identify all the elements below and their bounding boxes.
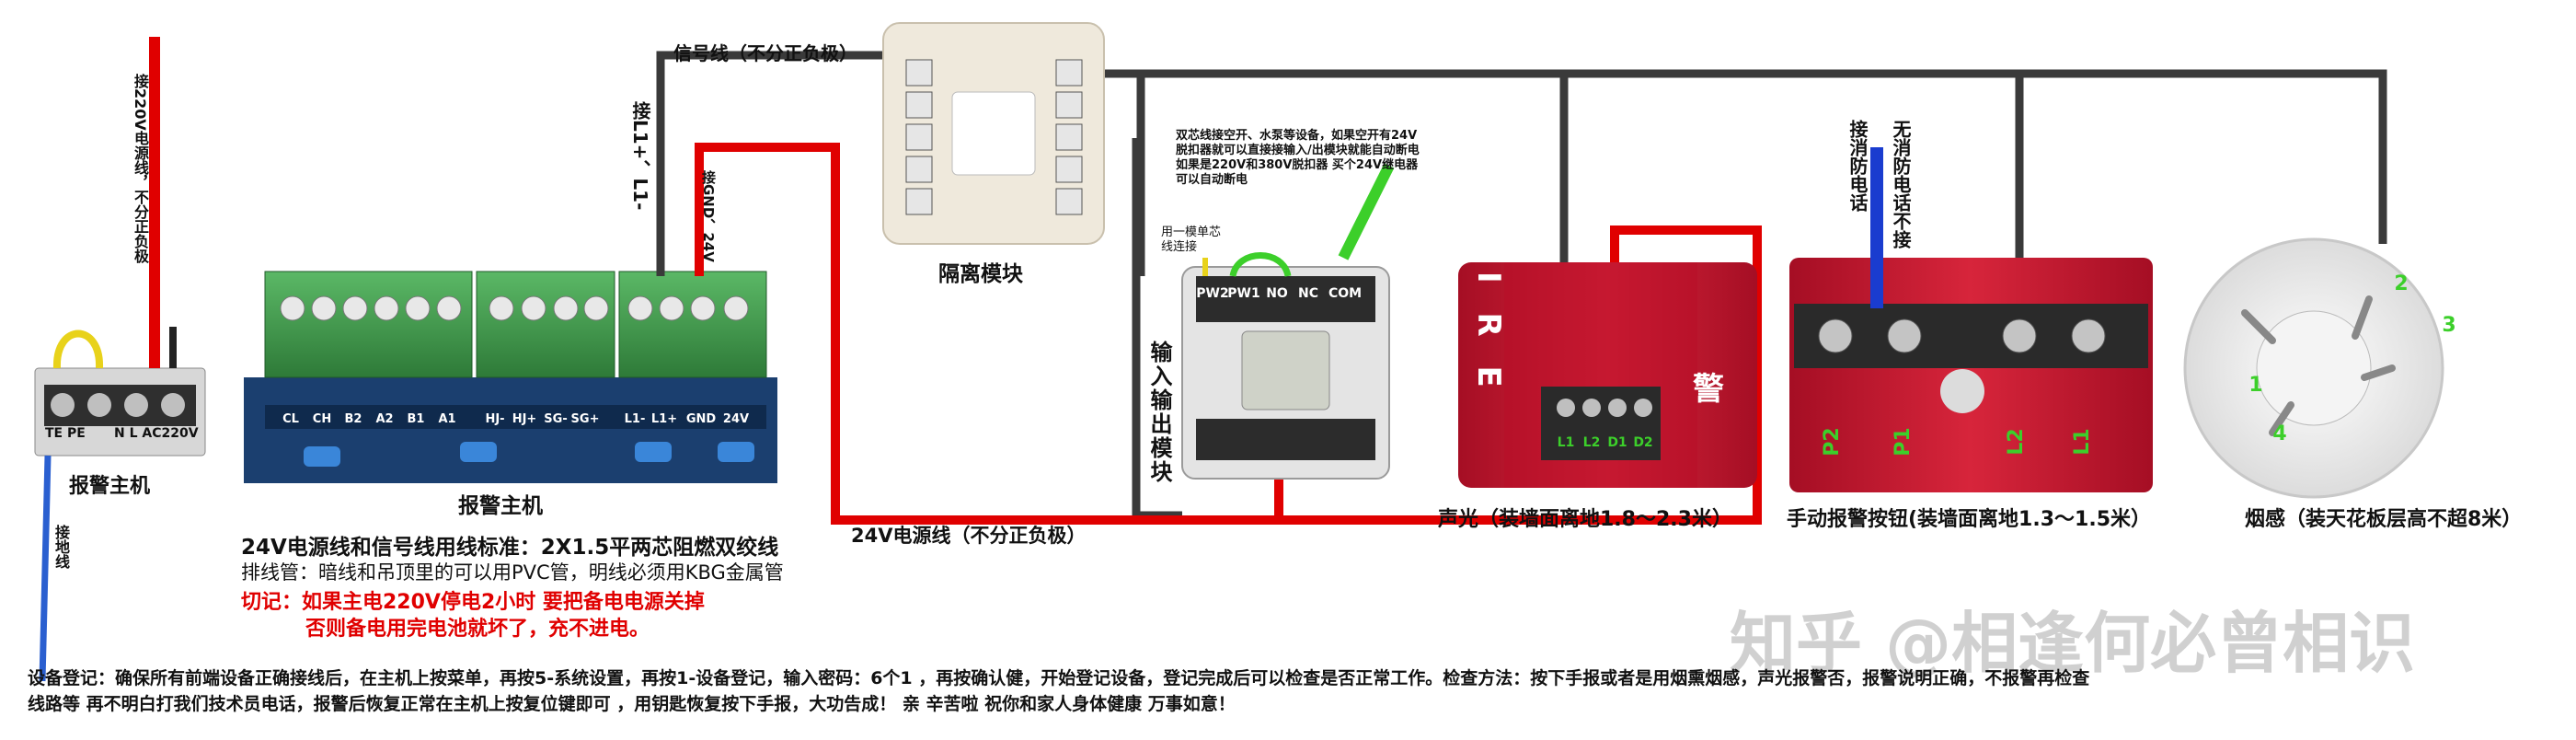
- io-note: 双芯线接空开、水泵等设备，如果空开有24V脱扣器就可以直接接输入/出模块就能自动…: [1176, 129, 1420, 187]
- ground-wire: [39, 455, 52, 682]
- register-instructions-1: 设备登记：确保所有前端设备正确接线后，在主机上按菜单，再按5-系统设置，再按1-…: [28, 668, 2090, 688]
- smoke-terminal-labels: 1 2 3 4: [2248, 272, 2455, 445]
- smoke-term-3: 3: [2442, 314, 2455, 337]
- register-instructions-2: 线路等 再不明白打我们技术员电话，报警后恢复正常在主机上按复位键即可 ，用钥匙恢…: [28, 694, 1236, 714]
- wire-standard: 24V电源线和信号线用线标准：2X1.5平两芯阻燃双绞线: [241, 536, 779, 560]
- button-term-p2: P2: [1821, 427, 1844, 456]
- io-term-no: NO: [1266, 286, 1288, 301]
- io-term-pw1: PW1: [1227, 286, 1259, 301]
- sound-term-l2: L2: [1583, 435, 1601, 450]
- alarm-char: 警: [1693, 371, 1724, 408]
- ire-mark: I R E: [1470, 272, 1507, 397]
- jumper-note: 用一模单芯线连接: [1161, 225, 1222, 254]
- board-term-gnd: GND: [686, 412, 717, 426]
- smoke-term-1: 1: [2248, 374, 2262, 397]
- smoke-label: 烟感（装天花板层高不超8米）: [2245, 508, 2523, 531]
- board-term-b1: B1: [408, 412, 425, 426]
- isolation-module-label: 隔离模块: [938, 262, 1023, 286]
- signal-bus: [1104, 69, 2387, 244]
- sound-term-d1: D1: [1607, 435, 1627, 450]
- board-terminal-labels: CL CH B2 A2 B1 A1 HJ- HJ+ SG- SG+ L1- L1+ GND 24V: [282, 412, 749, 426]
- connect-gnd-label: 接GND、24V: [700, 170, 717, 262]
- sound-term-l1: L1: [1558, 435, 1575, 450]
- smoke-term-4: 4: [2272, 422, 2286, 445]
- manual-button-label: 手动报警按钮(装墙面离地1.3～1.5米）: [1787, 508, 2152, 531]
- sound-term-d2: D2: [1633, 435, 1652, 450]
- ac220-label: N L AC220V: [114, 426, 199, 441]
- te-pe-label: TE PE: [45, 426, 86, 441]
- signal-line-label: 信号线（不分正负极）: [673, 42, 857, 64]
- main-unit-small-label: 报警主机: [69, 475, 151, 498]
- sound-light-body: [1458, 262, 1757, 488]
- board-term-24v: 24V: [723, 412, 749, 426]
- smoke-term-2: 2: [2394, 272, 2408, 295]
- power-line-label: 24V电源线（不分正负极）: [851, 525, 1087, 547]
- pipe-rule: 排线管：暗线和吊顶里的可以用PVC管，明线必须用KBG金属管: [241, 561, 784, 584]
- button-term-l2: L2: [2005, 428, 2028, 455]
- button-term-l1: L1: [2071, 428, 2094, 455]
- ground-wire-label: 接地线: [52, 525, 70, 569]
- sound-light-label: 声光（装墙面离地1.8～2.3米）: [1438, 508, 1732, 531]
- board-term-l1: L1+: [651, 412, 677, 426]
- io-module-label: 输入输出模块: [1146, 341, 1172, 484]
- watermark: 知乎 @相逢何必曾相识: [1730, 605, 2416, 682]
- board-term-a2: A2: [375, 412, 393, 426]
- board-term-l1: L1-: [625, 412, 646, 426]
- main-board-label: 报警主机: [458, 494, 543, 518]
- board-term-hj: HJ+: [512, 412, 537, 426]
- board-term-ch: CH: [313, 412, 331, 426]
- mains-feed-label: 接220V电源线，不分正负极: [132, 74, 149, 263]
- mains-terminal-block: [34, 330, 206, 457]
- connect-fire-phone-label: 接消防电话: [1846, 120, 1869, 212]
- io-term-nc: NC: [1298, 286, 1318, 301]
- no-fire-phone-label: 无消防电话不接: [1890, 120, 1912, 249]
- warning-line-2: 否则备电用完电池就坏了，充不进电。: [305, 618, 650, 641]
- output-green-wire: [1338, 163, 1395, 260]
- board-term-b2: B2: [345, 412, 362, 426]
- signal-wire-to-isolator: [656, 51, 883, 276]
- isolation-module-body: [882, 22, 1105, 245]
- io-term-pw2: PW2: [1196, 286, 1228, 301]
- sound-terminal-labels: L1 L2 D1 D2: [1558, 435, 1653, 450]
- warning-line-1: 切记：如果主电220V停电2小时 要把备电电源关掉: [241, 591, 705, 614]
- board-term-hj: HJ-: [485, 412, 504, 426]
- board-term-sg: SG-: [544, 412, 567, 426]
- main-board: [244, 271, 777, 483]
- board-term-sg: SG+: [571, 412, 600, 426]
- manual-button-body: [1789, 258, 2153, 492]
- power-wire-io: [695, 143, 1283, 525]
- io-module-body: [1181, 252, 1390, 480]
- smoke-detector-body: [2183, 237, 2444, 499]
- board-term-a1: A1: [438, 412, 455, 426]
- connect-l1-label: 接L1+、L1-: [629, 101, 651, 211]
- button-terminal-labels: P2 P1 L2 L1: [1821, 427, 2094, 456]
- button-term-p1: P1: [1892, 427, 1915, 456]
- io-term-com: COM: [1328, 286, 1362, 301]
- board-term-cl: CL: [282, 412, 299, 426]
